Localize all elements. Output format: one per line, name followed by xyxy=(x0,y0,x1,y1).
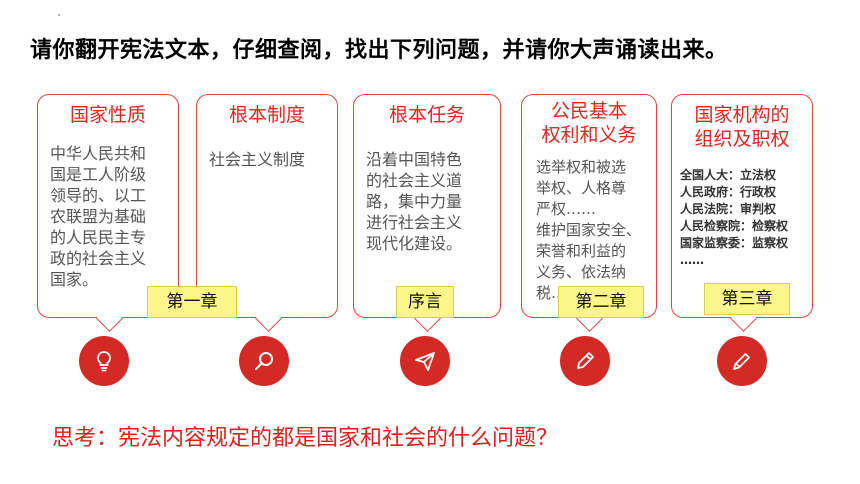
body-line: 举权、人格尊 xyxy=(536,179,627,197)
card-title-line: 根本制度 xyxy=(228,104,305,126)
chapter-tag-1: 第一章 xyxy=(147,286,237,318)
card-title: 国家性质 xyxy=(38,103,178,127)
lightbulb-icon xyxy=(79,336,129,386)
body-line: 义务、依法纳 xyxy=(536,263,627,281)
body-line: 社会主义制度 xyxy=(209,150,306,169)
card-pointer xyxy=(255,305,282,332)
body-line: 的人民民主专 xyxy=(50,228,147,247)
magnifier-icon xyxy=(239,336,289,386)
body-line: 沿着中国特色 xyxy=(366,150,463,169)
body-line: 人民检察院：检察权 xyxy=(680,219,789,233)
body-line: 严权…… xyxy=(536,200,597,218)
body-line: 中华人民共和 xyxy=(50,144,147,163)
card-title: 公民基本 权利和义务 xyxy=(522,99,656,147)
decorative-dot xyxy=(58,14,60,16)
card-title: 根本制度 xyxy=(197,103,337,127)
card-title-line: 公民基本 xyxy=(550,100,627,122)
body-line: 国家监察委：监察权 xyxy=(680,236,789,250)
card-pointer xyxy=(96,305,123,332)
card-national-nature: 国家性质 中华人民共和 国是工人阶级 领导的、以工 农联盟为基础 的人民民主专 … xyxy=(37,94,179,332)
card-state-organs: 国家机构的 组织及职权 全国人大：立法权 人民政府：行政权 人民法院：审判权 人… xyxy=(671,94,813,332)
card-title-line: 国家性质 xyxy=(69,104,146,126)
card-body: 沿着中国特色 的社会主义道 路，集中力量 进行社会主义 现代化建设。 xyxy=(366,149,492,254)
card-title-line: 国家机构的 xyxy=(694,104,790,126)
body-line: 国是工人阶级 xyxy=(50,165,147,184)
body-line: 维护国家安全、 xyxy=(536,221,642,239)
card-fundamental-system: 根本制度 社会主义制度 xyxy=(196,94,338,332)
card-title-line: 根本任务 xyxy=(388,104,465,126)
body-line: …… xyxy=(680,253,704,267)
pencil-icon xyxy=(560,336,610,386)
body-line: 路，集中力量 xyxy=(366,192,463,211)
body-line: 人民政府：行政权 xyxy=(680,185,777,199)
body-line: 人民法院：审判权 xyxy=(680,202,777,216)
card-body: 中华人民共和 国是工人阶级 领导的、以工 农联盟为基础 的人民民主专 政的社会主… xyxy=(50,143,170,290)
card-title: 国家机构的 组织及职权 xyxy=(672,103,812,151)
card-title-line: 组织及职权 xyxy=(694,128,790,150)
body-line: 全国人大：立法权 xyxy=(680,168,777,182)
card-fundamental-task: 根本任务 沿着中国特色 的社会主义道 路，集中力量 进行社会主义 现代化建设。 xyxy=(353,94,501,332)
pen-icon xyxy=(717,336,767,386)
chapter-tag-3: 第三章 xyxy=(704,283,790,315)
card-citizen-rights: 公民基本 权利和义务 选举权和被选 举权、人格尊 严权…… 维护国家安全、 荣誉… xyxy=(521,94,657,332)
body-line: 选举权和被选 xyxy=(536,158,627,176)
body-line: 的社会主义道 xyxy=(366,171,463,190)
reflection-question: 思考：宪法内容规定的都是国家和社会的什么问题？ xyxy=(52,426,559,451)
card-title-line: 权利和义务 xyxy=(541,124,637,146)
paper-plane-icon xyxy=(400,336,450,386)
chapter-tag-preface: 序言 xyxy=(396,286,454,318)
card-title: 根本任务 xyxy=(354,103,500,127)
card-body: 选举权和被选 举权、人格尊 严权…… 维护国家安全、 荣誉和利益的 义务、依法纳… xyxy=(536,157,648,304)
body-line: 国家。 xyxy=(50,270,99,289)
chapter-tag-2: 第二章 xyxy=(558,286,644,318)
page-heading: 请你翻开宪法文本，仔细查阅，找出下列问题，并请你大声诵读出来。 xyxy=(30,38,728,63)
body-line: 农联盟为基础 xyxy=(50,207,147,226)
body-line: 进行社会主义 xyxy=(366,213,463,232)
body-line: 领导的、以工 xyxy=(50,186,147,205)
card-body: 社会主义制度 xyxy=(209,149,329,170)
body-line: 现代化建设。 xyxy=(366,234,463,253)
card-body: 全国人大：立法权 人民政府：行政权 人民法院：审判权 人民检察院：检察权 国家监… xyxy=(680,167,804,269)
body-line: 政的社会主义 xyxy=(50,249,147,268)
body-line: 荣誉和利益的 xyxy=(536,242,627,260)
